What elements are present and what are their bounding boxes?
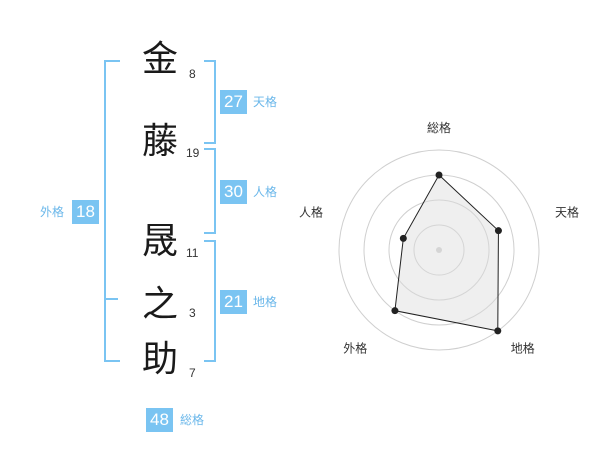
chikaku-badge: 21 — [220, 290, 247, 314]
gaikaku-label: 外格 — [40, 205, 65, 219]
radar-point — [391, 307, 399, 315]
gaikaku-bracket — [104, 60, 120, 362]
chikaku-label: 地格 — [253, 295, 278, 309]
stroke-count-1: 8 — [189, 67, 196, 81]
radar-point — [494, 327, 502, 335]
radar-center — [436, 247, 442, 253]
radar-polygon — [394, 174, 499, 332]
radar-point — [494, 227, 502, 235]
gaikaku-bracket-tick — [104, 298, 118, 300]
stroke-count-3: 11 — [186, 246, 199, 260]
radar-point — [435, 171, 443, 179]
stroke-count-2: 19 — [186, 146, 200, 160]
radar-axis-label: 総格 — [427, 120, 451, 135]
name-char-5: 助 — [141, 339, 178, 380]
soukaku-label: 総格 — [180, 413, 205, 427]
radar-axis-label: 地格 — [511, 341, 535, 356]
name-char-4: 之 — [141, 284, 178, 325]
radar-ring — [413, 224, 465, 276]
radar-ring — [338, 149, 540, 351]
chikaku-bracket — [204, 240, 216, 362]
radar-ring — [388, 199, 490, 301]
tenkaku-badge: 27 — [220, 90, 247, 114]
jinkaku-badge: 30 — [220, 180, 247, 204]
radar-point — [399, 234, 407, 242]
name-char-1: 金 — [141, 39, 178, 80]
radar-axis-label: 天格 — [555, 204, 579, 219]
gaikaku-badge: 18 — [72, 200, 99, 224]
jinkaku-bracket — [204, 148, 216, 234]
tenkaku-label: 天格 — [253, 95, 278, 109]
soukaku-badge: 48 — [146, 408, 173, 432]
radar-axis-label: 外格 — [343, 341, 367, 356]
name-char-3: 晟 — [141, 221, 178, 262]
tenkaku-bracket — [204, 60, 216, 144]
stroke-count-5: 7 — [189, 366, 196, 380]
jinkaku-label: 人格 — [253, 185, 278, 199]
name-char-2: 藤 — [141, 121, 178, 162]
stroke-count-4: 3 — [189, 306, 196, 320]
radar-axis-label: 人格 — [299, 204, 323, 219]
